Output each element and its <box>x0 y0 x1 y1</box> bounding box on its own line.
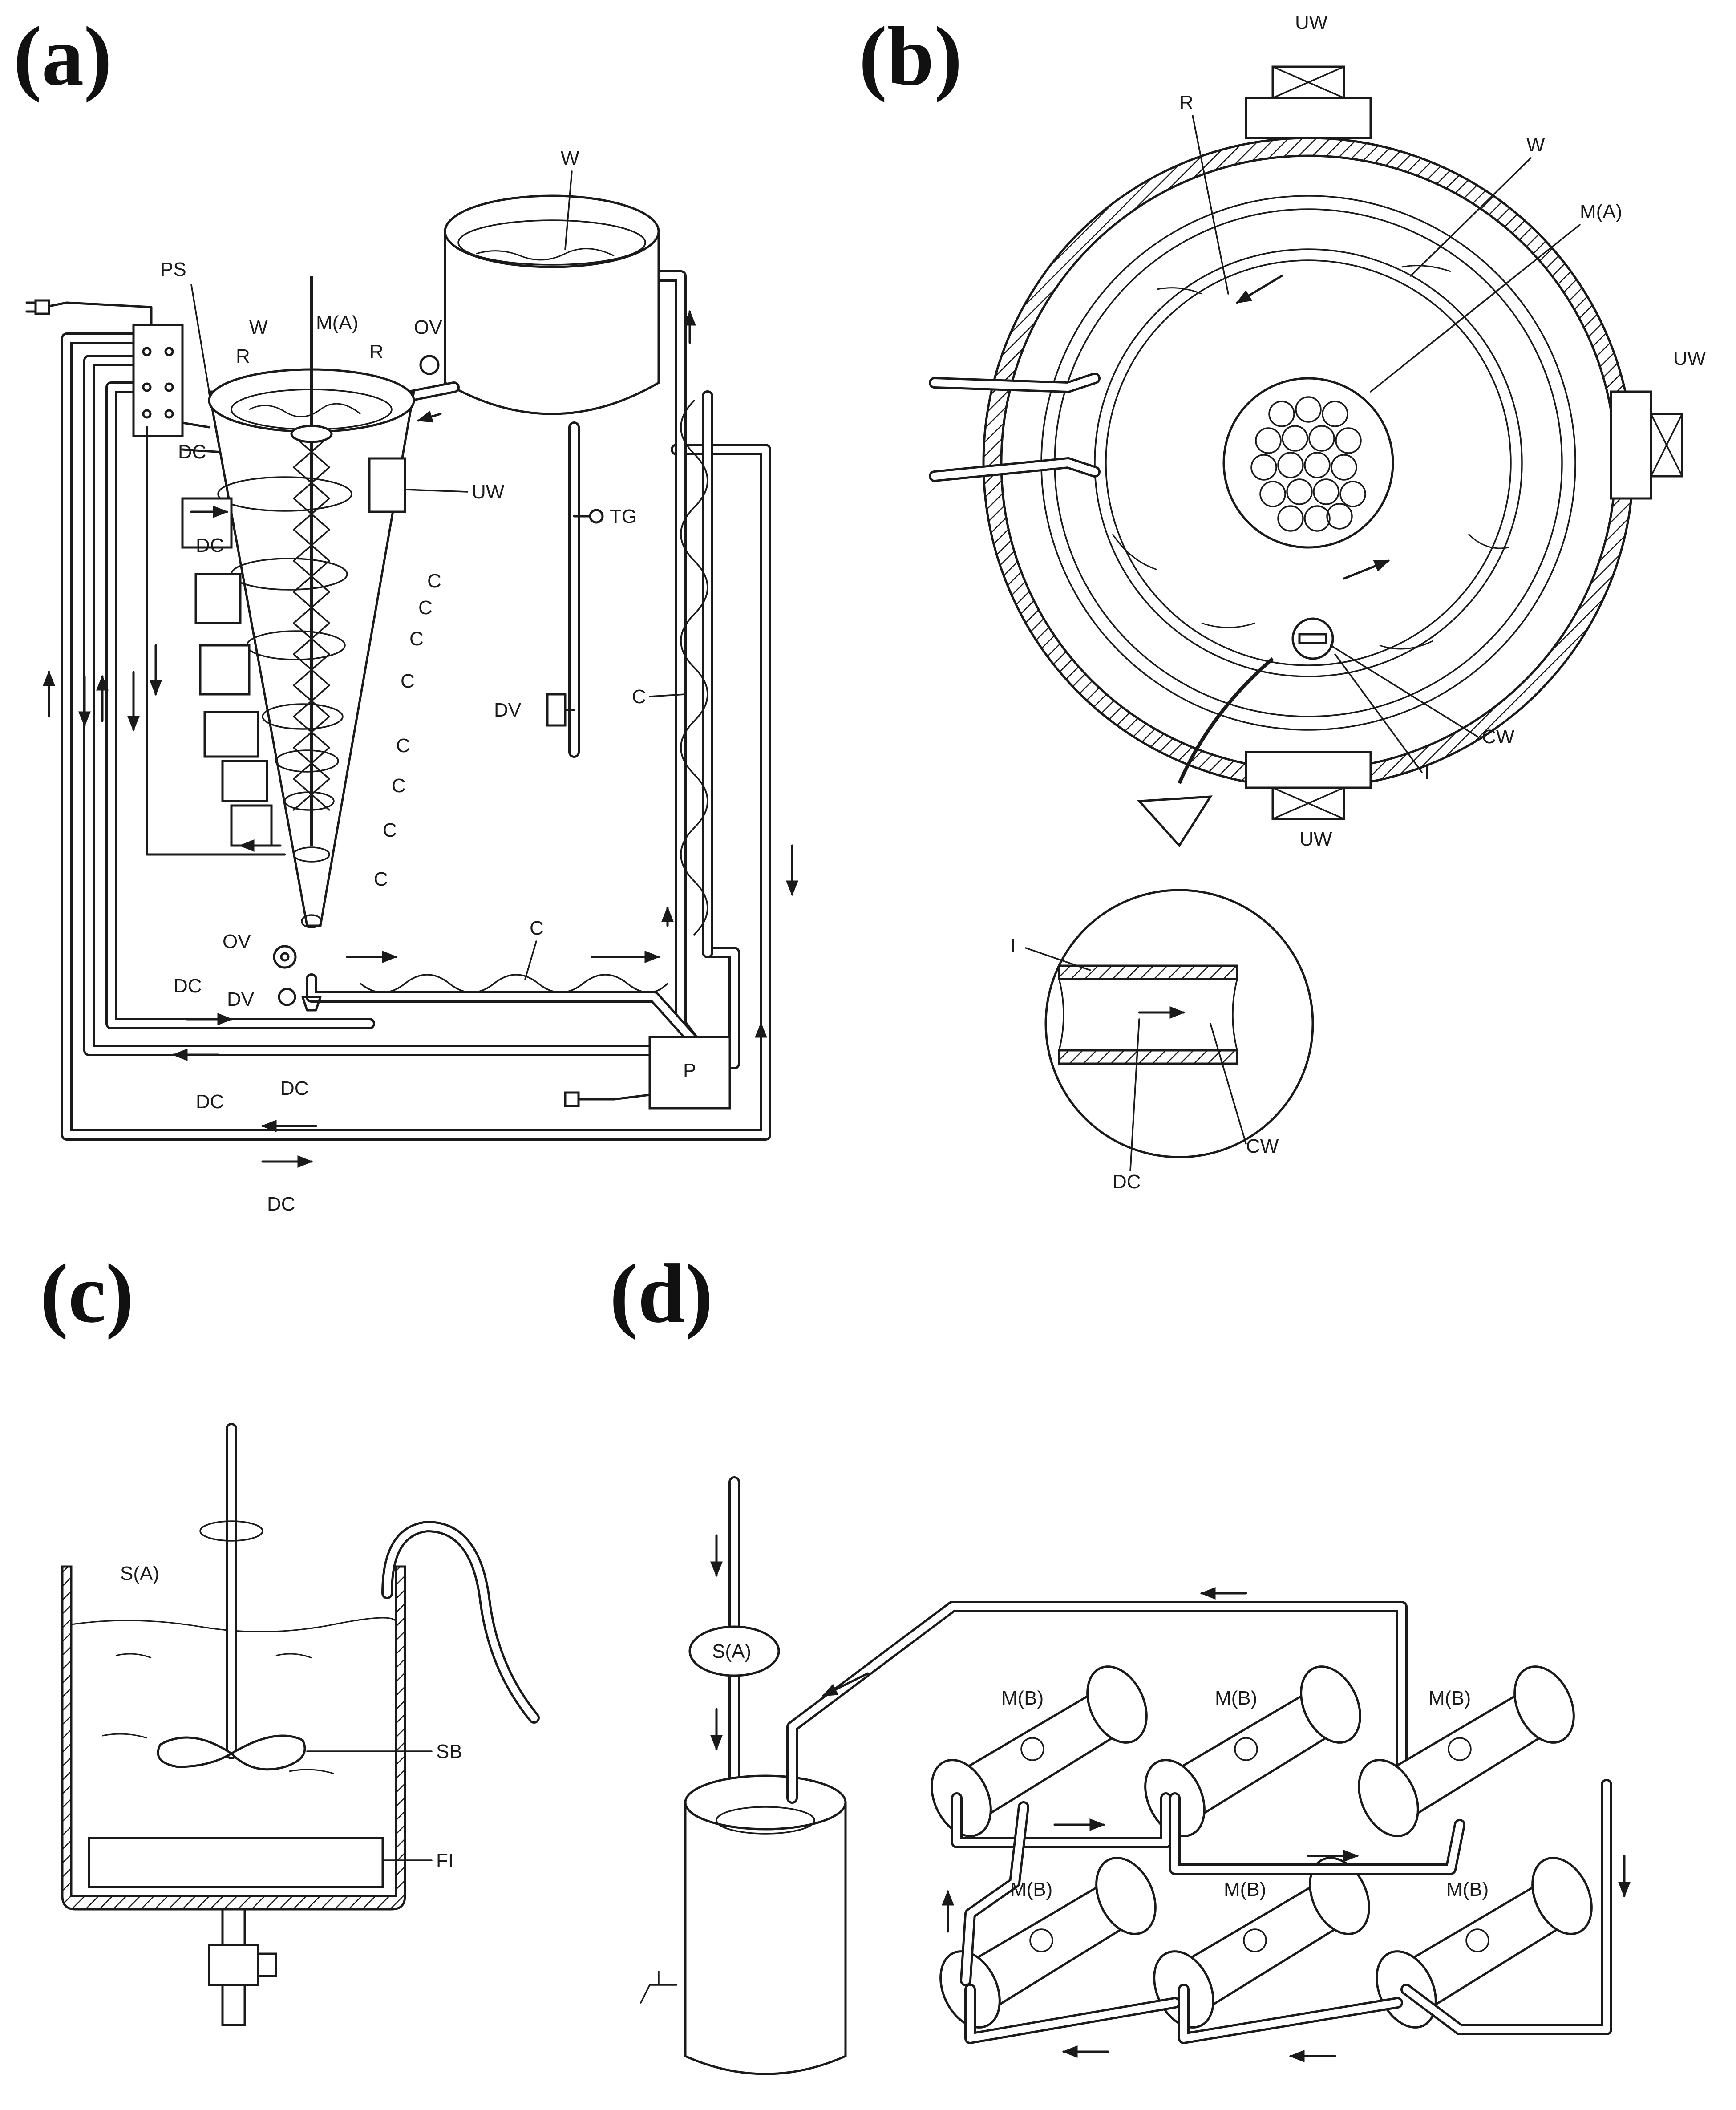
panel-a-diagram: PS W W R R M(A) OV UW TG DV C C C C C C … <box>25 147 798 1215</box>
label-ov-bottom: OV <box>223 931 251 952</box>
label-dc-top2: DC <box>196 535 224 556</box>
label-dc-left1: DC <box>174 975 202 997</box>
label-c-cone-3: C <box>401 670 415 692</box>
panel-label-a: (a) <box>13 10 112 103</box>
panel-label-b: (b) <box>859 10 962 103</box>
label-dc-mid: DC <box>280 1077 309 1099</box>
label-w-cone: W <box>249 316 268 338</box>
water-tank <box>381 194 660 758</box>
labels-a: PS W W R R M(A) OV UW TG DV C C C C C C … <box>160 147 696 1215</box>
label-w: W <box>1526 134 1545 156</box>
coil-panels <box>146 426 286 856</box>
detail-view <box>1044 889 1314 1158</box>
label-cw-detail: CW <box>1246 1135 1279 1157</box>
cone-reactor <box>208 276 415 928</box>
rotation-arrow <box>199 1520 263 1542</box>
module-mb-1 <box>1144 1665 1361 1837</box>
label-r: R <box>1179 92 1194 113</box>
label-mb-4: M(B) <box>1224 1879 1266 1900</box>
label-r-right: R <box>369 341 384 363</box>
panel-c-diagram: S(A) SB FI <box>61 1423 540 2026</box>
label-r-left: R <box>236 345 250 367</box>
label-mb-0: M(B) <box>1001 1687 1044 1709</box>
filter-fi <box>88 1837 384 1888</box>
label-uw-right: UW <box>1673 348 1706 369</box>
label-c-cone-5: C <box>392 775 406 797</box>
label-c-cone-0: C <box>427 570 441 592</box>
label-sa: S(A) <box>120 1563 159 1584</box>
label-ma: M(A) <box>1580 201 1622 223</box>
flow-arrow-b1 <box>1235 275 1283 304</box>
pump <box>564 1036 731 1110</box>
label-mb-3: M(B) <box>1010 1879 1052 1900</box>
label-uw-bottom: UW <box>1299 828 1332 850</box>
label-dc-bottom: DC <box>267 1193 295 1215</box>
membrane-fibers <box>1250 396 1366 532</box>
bottom-coil <box>360 974 668 993</box>
detail-arrow <box>1178 657 1274 784</box>
label-mb-2: M(B) <box>1428 1687 1471 1709</box>
label-c-cone-6: C <box>383 819 397 841</box>
label-mb-1: M(B) <box>1215 1687 1257 1709</box>
label-uw: UW <box>472 481 505 503</box>
panel-d-diagram: S(A) <box>640 1476 1631 2075</box>
panel-b-diagram: UW UW UW R W M(A) CW I I CW DC <box>929 12 1706 1193</box>
label-ma: M(A) <box>316 312 358 334</box>
membrane-module-ma <box>1222 377 1394 549</box>
panel-label-c: (c) <box>40 1247 134 1341</box>
label-dc-detail: DC <box>1113 1171 1141 1193</box>
label-tg: TG <box>610 506 637 527</box>
label-c-cone-4: C <box>396 735 410 757</box>
label-i: I <box>1424 761 1429 783</box>
label-c-cone-1: C <box>418 597 433 619</box>
label-c-cone-2: C <box>409 628 424 650</box>
label-dv-bottom: DV <box>227 988 255 1010</box>
vessel-c <box>61 1565 406 1911</box>
stirrer-blade <box>157 1734 306 1771</box>
label-mb-5: M(B) <box>1446 1879 1489 1900</box>
reservoir-d <box>684 1802 847 2075</box>
module-mb-5 <box>1376 1857 1593 2029</box>
label-uw-top: UW <box>1295 12 1328 33</box>
module-mb-2 <box>1358 1665 1575 1837</box>
label-p: P <box>683 1060 696 1081</box>
label-c-bottom: C <box>530 917 544 939</box>
label-sa-d: S(A) <box>712 1640 751 1662</box>
label-cw: CW <box>1482 726 1515 748</box>
panel-label-d: (d) <box>610 1247 713 1341</box>
label-c-cone-7: C <box>374 868 388 890</box>
label-sb: SB <box>436 1741 462 1762</box>
uw-transducers <box>1245 65 1683 820</box>
label-ps: PS <box>160 259 186 280</box>
label-dc-left2: DC <box>196 1091 224 1113</box>
label-i-detail: I <box>1010 935 1016 957</box>
label-dv-mid: DV <box>494 699 522 721</box>
dc-circulation-pipes <box>61 270 771 1141</box>
riser-coil <box>680 400 708 936</box>
sa-node <box>688 1625 780 1677</box>
module-mb-0 <box>931 1665 1148 1837</box>
label-c-coil-right: C <box>632 686 646 708</box>
label-w-tank: W <box>561 147 579 169</box>
bottom-valves <box>273 355 440 1012</box>
label-dc-top1: DC <box>178 441 206 463</box>
label-fi: FI <box>436 1850 453 1871</box>
flow-arrow-b2 <box>1343 559 1390 580</box>
flow-arrows-a <box>43 310 798 1168</box>
label-ov-top: OV <box>414 316 442 338</box>
power-supply <box>25 299 251 455</box>
